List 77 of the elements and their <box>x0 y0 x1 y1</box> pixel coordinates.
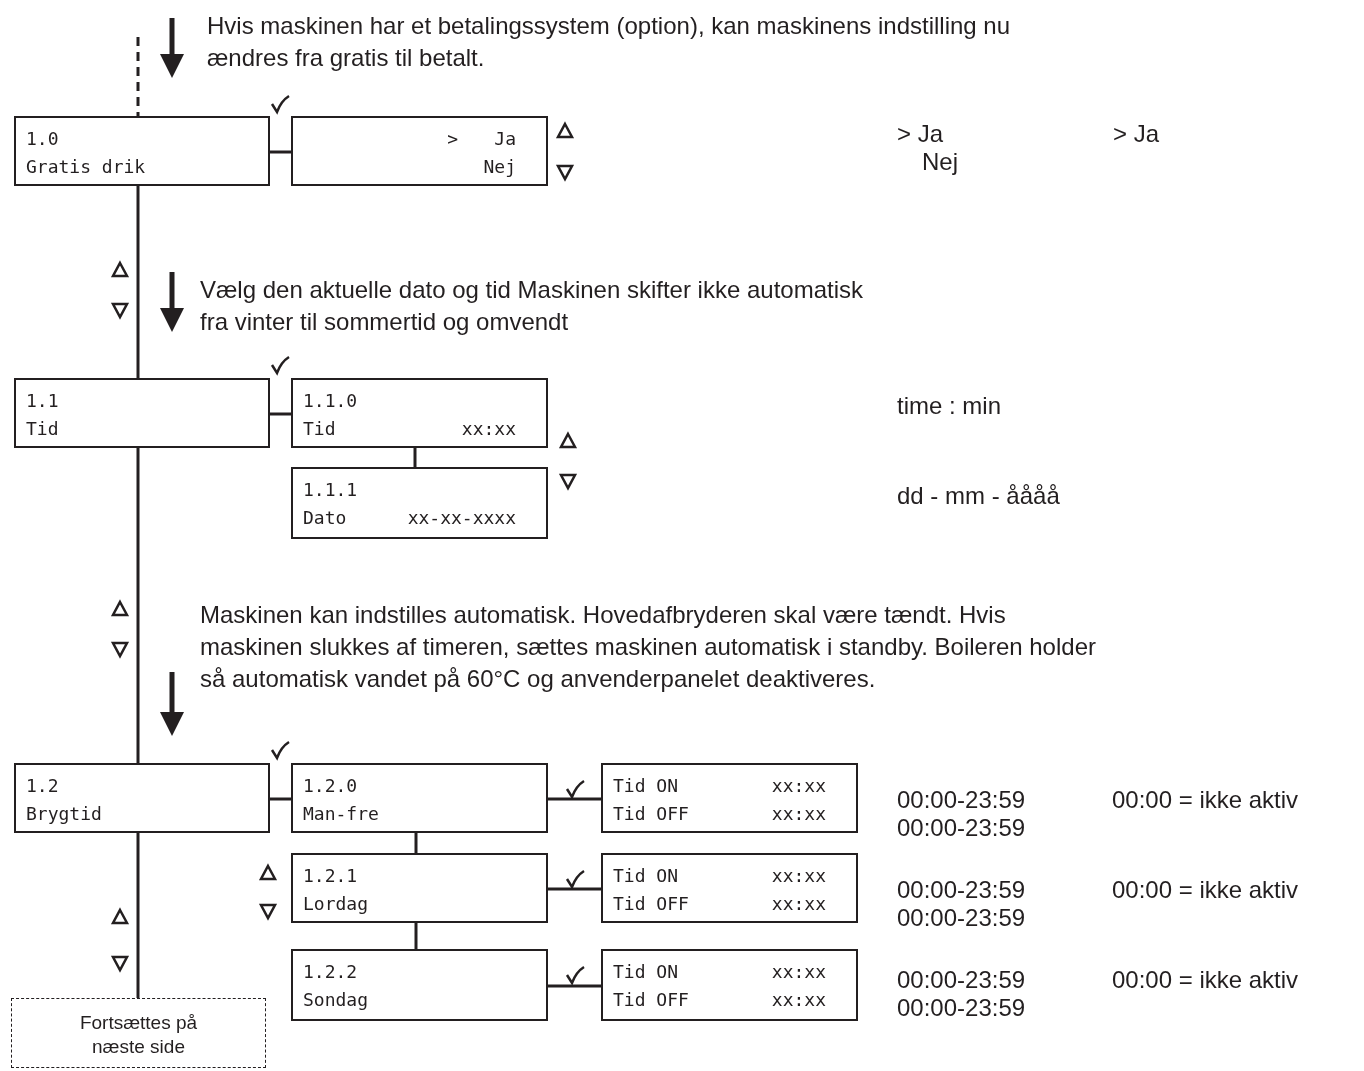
submenu-display-box <box>291 467 548 539</box>
display-text: xx:xx <box>771 961 826 983</box>
display-text: Tid ON <box>613 775 679 797</box>
display-text: xx:xx <box>461 418 516 440</box>
display-text: Tid OFF <box>613 989 689 1011</box>
display-text: xx:xx <box>771 803 826 825</box>
time-display-box <box>601 853 858 923</box>
display-text: 1.2 <box>26 775 59 797</box>
display-text: xx:xx <box>771 865 826 887</box>
connector-line <box>136 448 140 763</box>
option-text: Nej <box>922 147 958 177</box>
menu-display-box <box>14 763 270 833</box>
instruction-text: Maskinen kan indstilles automatisk. Hovedafbryderen skal være tændt. Hvis maskinen slukkes af timeren, sættes maskinen automatisk i standby. Boileren holder så automatisk vandet på 60°C og anvenderpanelet deaktiveres. <box>200 600 1097 694</box>
display-text: Lordag <box>303 893 369 915</box>
range-text: 00:00-23:59 <box>897 903 1026 933</box>
display-text: 1.1.1 <box>303 479 358 501</box>
format-text: time : min <box>897 391 1001 421</box>
connector-line <box>548 797 601 801</box>
option-text: > Ja <box>1113 119 1160 149</box>
display-text: 1.2.0 <box>303 775 358 797</box>
display-text: xx:xx <box>771 775 826 797</box>
continuation-box <box>11 998 266 1068</box>
display-text: xx:xx <box>771 893 826 915</box>
display-text: Sondag <box>303 989 369 1011</box>
dashed-connector <box>136 37 140 116</box>
display-text: Ja <box>494 128 516 150</box>
submenu-display-box <box>291 949 548 1021</box>
display-text: xx:xx <box>771 989 826 1011</box>
connector-line <box>136 186 140 378</box>
display-text: Dato <box>303 507 347 529</box>
instruction-text: Vælg den aktuelle dato og tid Maskinen skifter ikke automatisk fra vinter til sommertid og omvendt <box>200 275 864 337</box>
display-text: Tid OFF <box>613 893 689 915</box>
connector-line <box>270 412 291 416</box>
range-text: 00:00-23:59 <box>897 875 1026 905</box>
range-text: 00:00-23:59 <box>897 785 1026 815</box>
connector-line <box>414 923 418 949</box>
option-text: > Ja <box>897 119 944 149</box>
time-display-box <box>601 763 858 833</box>
display-text: 1.1 <box>26 390 59 412</box>
note-text: 00:00 = ikke aktiv <box>1112 965 1299 995</box>
connector-line <box>548 887 601 891</box>
display-text: 1.2.2 <box>303 961 358 983</box>
display-text: Nej <box>483 156 516 178</box>
submenu-display-box <box>291 853 548 923</box>
range-text: 00:00-23:59 <box>897 993 1026 1023</box>
submenu-display-box <box>291 763 548 833</box>
range-text: 00:00-23:59 <box>897 965 1026 995</box>
display-text: Tid <box>303 418 336 440</box>
connector-line <box>270 797 291 801</box>
menu-display-box <box>14 378 270 448</box>
display-text: Tid ON <box>613 865 679 887</box>
connector-line <box>414 833 418 853</box>
display-text: xx-xx-xxxx <box>407 507 516 529</box>
option-display-box <box>291 116 548 186</box>
menu-display-box <box>14 116 270 186</box>
display-text: > <box>447 128 458 150</box>
display-text: Tid <box>26 418 59 440</box>
box-text: Fortsættes på næste side <box>78 1011 199 1059</box>
display-text: Tid OFF <box>613 803 689 825</box>
connector-line <box>270 150 291 154</box>
display-text: 1.1.0 <box>303 390 358 412</box>
format-text: dd - mm - åååå <box>897 481 1060 511</box>
range-text: 00:00-23:59 <box>897 813 1026 843</box>
display-text: Man-fre <box>303 803 379 825</box>
connector-line <box>136 833 140 998</box>
time-display-box <box>601 949 858 1021</box>
connector-line <box>413 448 417 467</box>
submenu-display-box <box>291 378 548 448</box>
note-text: 00:00 = ikke aktiv <box>1112 785 1299 815</box>
note-text: 00:00 = ikke aktiv <box>1112 875 1299 905</box>
display-text: Gratis drik <box>26 156 146 178</box>
display-text: Tid ON <box>613 961 679 983</box>
display-text: 1.0 <box>26 128 59 150</box>
instruction-text: Hvis maskinen har et betalingssystem (option), kan maskinens indstilling nu ændres fra gratis til betalt. <box>207 11 1012 73</box>
display-text: Brygtid <box>26 803 102 825</box>
connector-line <box>548 984 601 988</box>
display-text: 1.2.1 <box>303 865 358 887</box>
